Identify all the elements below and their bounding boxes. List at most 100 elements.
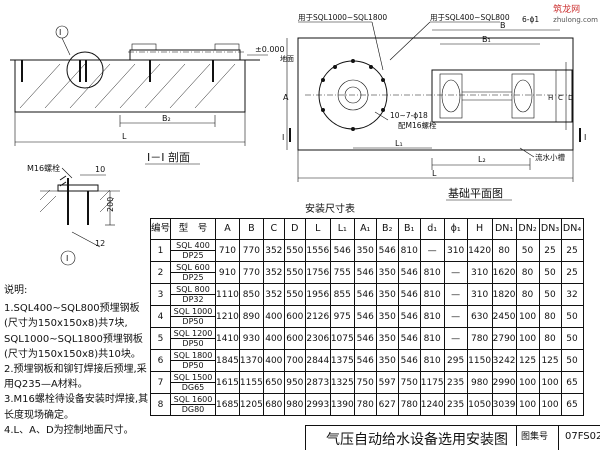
- cell-value: 750: [353, 371, 377, 394]
- cell-value: 2873: [304, 371, 331, 394]
- detail-mark: I: [66, 254, 68, 263]
- cell-value: 780: [353, 393, 377, 416]
- cell-no: 5: [150, 327, 171, 350]
- model-line: DP25: [182, 251, 204, 260]
- cell-value: 125: [515, 349, 540, 372]
- cell-value: 2790: [491, 327, 517, 350]
- cell-value: 1845: [215, 349, 240, 372]
- section-view: I ±0.000 地面 B₂ L I－I 剖面: [10, 25, 294, 165]
- cell-value: 810: [419, 283, 445, 306]
- dim-a: A: [283, 93, 289, 102]
- watermark-brand: 筑龙网: [553, 5, 581, 15]
- cell-value: 650: [262, 371, 285, 394]
- cell-value: 1240: [419, 393, 445, 416]
- cell-value: 400: [262, 327, 285, 350]
- anchor-label: 10~7-ϕ18: [390, 111, 428, 120]
- cell-value: 600: [283, 327, 306, 350]
- th-no: 编号: [150, 218, 171, 240]
- cell-value: 310: [466, 261, 493, 284]
- cell-value: 295: [443, 349, 468, 372]
- cell-value: 546: [397, 283, 421, 306]
- cell-value: 50: [538, 261, 562, 284]
- cell-value: 400: [262, 349, 285, 372]
- title-block: 气压自动给水设备选用安装图 图集号 07FS02: [305, 425, 600, 450]
- atlas-number: 07FS02: [558, 426, 600, 450]
- cell-value: 235: [443, 393, 468, 416]
- cell-value: 850: [238, 283, 264, 306]
- cell-value: 2126: [304, 305, 331, 328]
- cell-value: 1110: [215, 283, 240, 306]
- cell-value: 100: [515, 305, 540, 328]
- drain-label: 流水小槽: [535, 152, 565, 162]
- detail-callout-bottom: 12: [95, 239, 105, 248]
- cell-value: 750: [397, 371, 421, 394]
- model-line: DP50: [182, 339, 204, 348]
- cell-value: 910: [215, 261, 240, 284]
- cell-no: 1: [150, 239, 171, 262]
- cell-value: 1210: [215, 305, 240, 328]
- note-sql1000: 用于SQL1000~SQL1800: [298, 13, 387, 22]
- plan-view: 用于SQL1000~SQL1800 用于SQL400~SQL800 6-ϕ1 B…: [282, 13, 586, 201]
- th-b: B: [238, 218, 264, 240]
- cell-value: 700: [283, 349, 306, 372]
- th-l1: L₁: [329, 218, 355, 240]
- cell-value: 930: [238, 327, 264, 350]
- th-dn2: DN₂: [515, 218, 540, 240]
- cell-value: 80: [515, 283, 540, 306]
- cell-value: 65: [560, 393, 584, 416]
- cell-value: —: [443, 327, 468, 350]
- model-line: DP25: [182, 273, 204, 282]
- cell-value: 350: [375, 261, 399, 284]
- model-line: SQL 400: [171, 241, 215, 251]
- dim-d: D: [568, 94, 573, 102]
- note-item-1: 1.SQL400~SQL800预埋钢板(尺寸为150x150x8)共7块, SQ…: [4, 303, 143, 360]
- cell-value: 546: [353, 349, 377, 372]
- cell-value: 25: [560, 239, 584, 262]
- notes-heading: 说明:: [4, 285, 28, 296]
- th-d1: d₁: [419, 218, 445, 240]
- cell-value: 855: [329, 283, 355, 306]
- atlas-label: 图集号: [516, 426, 548, 446]
- th-dn1: DN₁: [491, 218, 517, 240]
- cell-value: 546: [329, 239, 355, 262]
- cell-value: —: [419, 239, 445, 262]
- cell-value: 770: [238, 239, 264, 262]
- section-title: I－I 剖面: [147, 150, 190, 164]
- cell-value: 780: [466, 327, 493, 350]
- cell-value: 755: [329, 261, 355, 284]
- cell-value: 810: [419, 327, 445, 350]
- model-line: DP32: [182, 295, 204, 304]
- model-line: SQL 1200: [171, 329, 215, 339]
- spec-table: 编号 型 号 A B C D L L₁ A₁ B₂ B₁ d₁ ϕ₁ H DN₁…: [150, 218, 584, 416]
- cell-no: 2: [150, 261, 171, 284]
- cell-value: 1620: [491, 261, 517, 284]
- cell-value: 810: [419, 305, 445, 328]
- th-h: H: [466, 218, 493, 240]
- dim-b1: B₁: [482, 35, 491, 44]
- cell-value: 350: [375, 349, 399, 372]
- cell-value: 50: [560, 349, 584, 372]
- cell-no: 3: [150, 283, 171, 306]
- plan-title: 基础平面图: [448, 187, 503, 200]
- cell-value: 80: [538, 327, 562, 350]
- cell-value: 350: [375, 305, 399, 328]
- cell-value: 25: [560, 261, 584, 284]
- cell-value: 100: [515, 371, 540, 394]
- model-line: SQL 1000: [171, 307, 215, 317]
- cell-value: 546: [353, 283, 377, 306]
- cell-value: 1155: [238, 371, 264, 394]
- cell-value: 546: [375, 239, 399, 262]
- table-caption: 安装尺寸表: [305, 202, 355, 215]
- model-line: SQL 1800: [171, 351, 215, 361]
- cell-value: 352: [262, 239, 285, 262]
- cell-value: 1370: [238, 349, 264, 372]
- detail-callout-mark: I: [59, 28, 61, 37]
- cell-value: 50: [560, 305, 584, 328]
